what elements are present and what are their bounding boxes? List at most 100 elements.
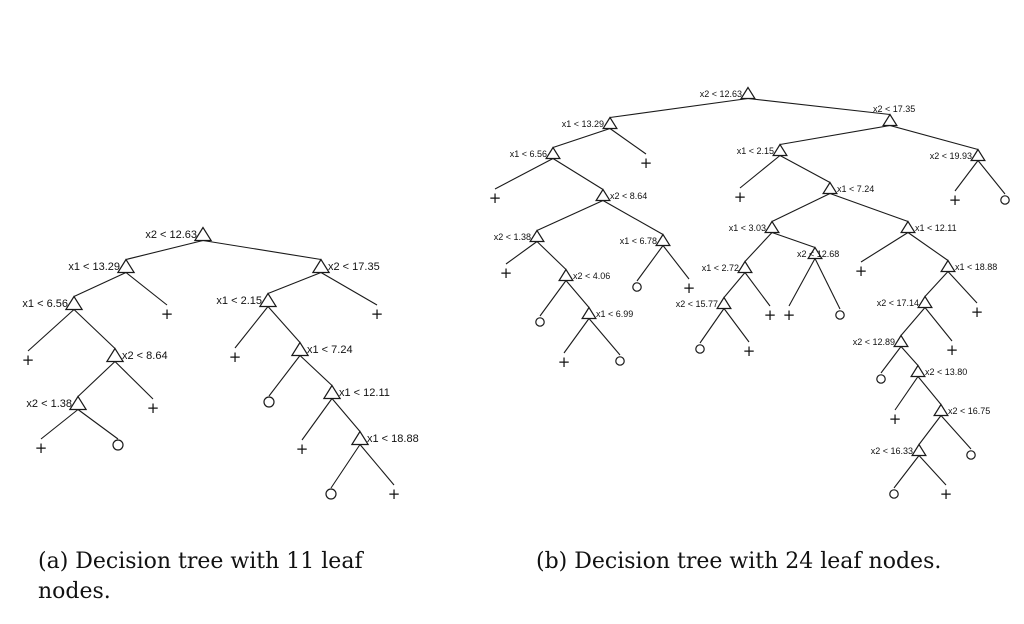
split-label-x1-2-15: x1 < 2.15 xyxy=(737,146,774,156)
tree-b-edge xyxy=(860,232,909,263)
split-label-x1-6-56: x1 < 6.56 xyxy=(510,149,547,159)
leaf-circle-icon xyxy=(535,317,545,327)
tree-b-edge xyxy=(505,241,538,265)
split-node-icon xyxy=(350,430,370,446)
leaf-circle-icon xyxy=(615,356,625,366)
split-label-x2-17-14: x2 < 17.14 xyxy=(877,298,919,308)
split-label-x2-12-89: x2 < 12.89 xyxy=(853,337,895,347)
split-node-icon xyxy=(740,86,756,100)
leaf-plus-icon: + xyxy=(388,485,401,503)
split-label-x2-12-63: x2 < 12.63 xyxy=(145,229,197,241)
split-node-icon xyxy=(116,258,136,274)
tree-b-edge xyxy=(918,455,947,486)
tree-b-edge xyxy=(536,241,567,270)
tree-b-edge xyxy=(536,199,604,232)
tree-a-edge xyxy=(330,444,361,489)
tree-b-edge xyxy=(917,376,942,405)
split-label-x2-16-33: x2 < 16.33 xyxy=(871,446,913,456)
split-label-x2-8-64: x2 < 8.64 xyxy=(122,350,168,362)
split-label-x1-7-24: x1 < 7.24 xyxy=(837,184,874,194)
split-node-icon xyxy=(602,116,618,130)
leaf-plus-icon: + xyxy=(489,189,502,207)
split-label-x2-12-68: x2 < 12.68 xyxy=(797,249,839,259)
leaf-plus-icon: + xyxy=(971,303,984,321)
tree-b-edge xyxy=(771,231,816,249)
leaf-plus-icon: + xyxy=(889,410,902,428)
split-label-x2-8-64: x2 < 8.64 xyxy=(610,191,647,201)
leaf-plus-icon: + xyxy=(940,485,953,503)
tree-b-edge xyxy=(699,308,725,344)
leaf-plus-icon: + xyxy=(161,305,174,323)
leaf-circle-icon xyxy=(876,374,886,384)
tree-a-edge xyxy=(267,306,301,343)
leaf-circle-icon xyxy=(1000,195,1010,205)
split-node-icon xyxy=(105,347,125,363)
split-node-icon xyxy=(545,146,561,160)
leaf-plus-icon: + xyxy=(371,305,384,323)
tree-b-edge xyxy=(900,307,926,336)
split-node-icon xyxy=(193,226,213,242)
split-label-x2-1-38: x2 < 1.38 xyxy=(494,232,531,242)
tree-a-edge xyxy=(331,398,361,432)
tree-b-edge xyxy=(940,415,972,450)
leaf-plus-icon: + xyxy=(783,306,796,324)
leaf-plus-icon: + xyxy=(35,439,48,457)
split-node-icon xyxy=(581,306,597,320)
tree-b-edge xyxy=(954,160,979,192)
tree-b-edge xyxy=(907,232,949,261)
split-node-icon xyxy=(529,229,545,243)
split-node-icon xyxy=(807,246,823,260)
split-label-x1-6-78: x1 < 6.78 xyxy=(620,236,657,246)
split-label-x1-2-15: x1 < 2.15 xyxy=(216,295,262,307)
leaf-plus-icon: + xyxy=(683,279,696,297)
split-label-x2-1-38: x2 < 1.38 xyxy=(26,398,72,410)
leaf-circle-icon xyxy=(263,396,275,408)
leaf-plus-icon: + xyxy=(147,399,160,417)
leaf-plus-icon: + xyxy=(855,262,868,280)
tree-b-edge xyxy=(552,127,611,149)
tree-b-edge xyxy=(779,124,891,146)
split-node-icon xyxy=(764,220,780,234)
split-node-icon xyxy=(737,260,753,274)
tree-b-edge xyxy=(744,272,771,307)
tree-a-edge xyxy=(125,272,168,306)
tree-b-edge xyxy=(880,346,902,374)
tree-b-edge xyxy=(788,258,816,307)
split-label-x2-19-93: x2 < 19.93 xyxy=(930,151,972,161)
tree-a-edge xyxy=(320,272,378,306)
tree-b-edge xyxy=(565,280,590,308)
tree-a-edge xyxy=(359,444,395,486)
split-label-x1-13-29: x1 < 13.29 xyxy=(68,261,120,273)
tree-b-edge xyxy=(894,376,919,411)
tree-b-edge xyxy=(977,160,1006,195)
split-node-icon xyxy=(558,268,574,282)
split-node-icon xyxy=(910,364,926,378)
split-label-x1-18-88: x1 < 18.88 xyxy=(955,262,997,272)
leaf-plus-icon: + xyxy=(558,353,571,371)
split-node-icon xyxy=(900,220,916,234)
tree-a-edge xyxy=(301,398,333,441)
tree-b-edge xyxy=(723,272,746,298)
split-label-x2-17-35: x2 < 17.35 xyxy=(873,104,915,114)
split-node-icon xyxy=(911,443,927,457)
tree-b-edge xyxy=(744,232,773,262)
split-label-x1-7-24: x1 < 7.24 xyxy=(307,344,353,356)
split-label-x2-12-63: x2 < 12.63 xyxy=(700,89,742,99)
leaf-plus-icon: + xyxy=(743,342,756,360)
split-node-icon xyxy=(940,259,956,273)
split-node-icon xyxy=(917,295,933,309)
tree-b-edge xyxy=(924,307,953,342)
tree-a-edge xyxy=(40,409,79,440)
tree-a-edge xyxy=(73,272,127,297)
split-node-icon xyxy=(822,181,838,195)
tree-b-edge xyxy=(771,193,831,222)
tree-a-edge xyxy=(125,239,204,261)
split-label-x2-4-06: x2 < 4.06 xyxy=(573,271,610,281)
split-label-x2-16-75: x2 < 16.75 xyxy=(948,406,990,416)
split-label-x1-6-56: x1 < 6.56 xyxy=(22,298,68,310)
split-node-icon xyxy=(716,296,732,310)
tree-b-edge xyxy=(552,158,604,190)
tree-b-edge xyxy=(918,415,942,445)
